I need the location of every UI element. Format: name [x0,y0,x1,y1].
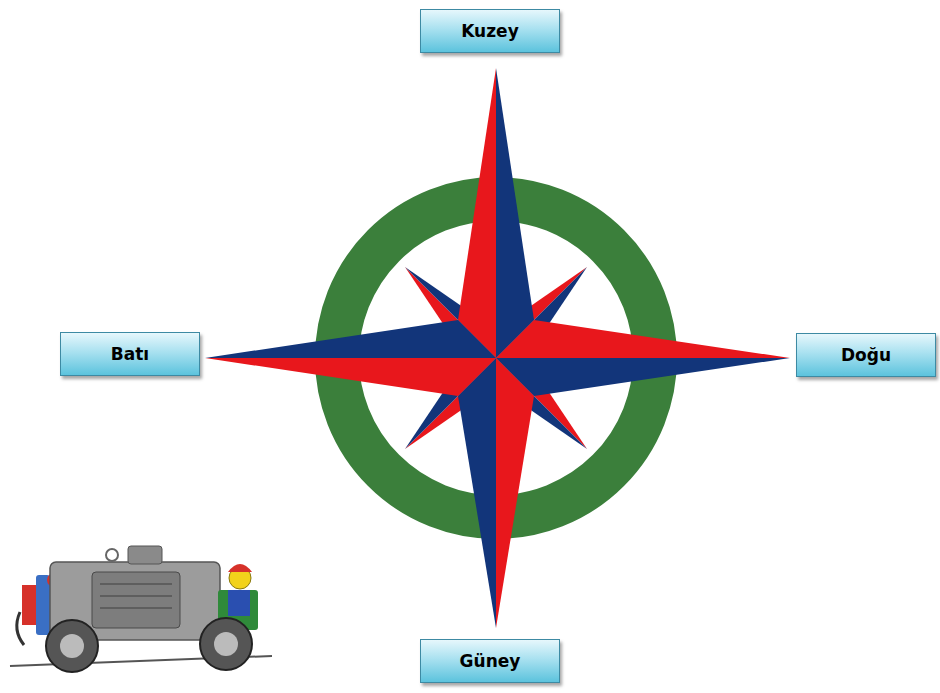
text-holder: Batı [111,344,149,364]
blue-part [36,575,50,635]
south-point [458,358,496,628]
hook [106,549,118,561]
text-holder: Kuzey [461,21,518,41]
figure-body [228,590,250,616]
direction-label: Batı [111,344,149,364]
text-holder: Doğu [841,345,891,365]
wheel-hub [60,634,84,658]
grille [100,583,172,585]
direction-box: Batı [60,332,200,376]
north-point [496,68,534,358]
south-point [496,358,534,628]
west-point [205,358,496,396]
red-part [22,585,36,625]
text-holder: Güney [460,651,521,671]
major-points [205,68,790,628]
wheel [200,618,252,670]
direction-box: Kuzey [420,9,560,53]
top-block [128,546,162,564]
grille [100,607,172,609]
west-point [205,320,496,358]
direction-label: Doğu [841,345,891,365]
figure-cap [228,564,252,572]
north-point [458,68,496,358]
grille [100,595,172,597]
direction-box: Güney [420,639,560,683]
direction-label: Kuzey [461,21,518,41]
wheel [46,620,98,672]
brick-panel [92,572,180,628]
direction-box: Doğu [796,333,936,377]
robot-car [10,546,272,672]
direction-label: Güney [460,651,521,671]
east-point [496,358,790,396]
east-point [496,320,790,358]
wheel-hub [214,632,238,656]
